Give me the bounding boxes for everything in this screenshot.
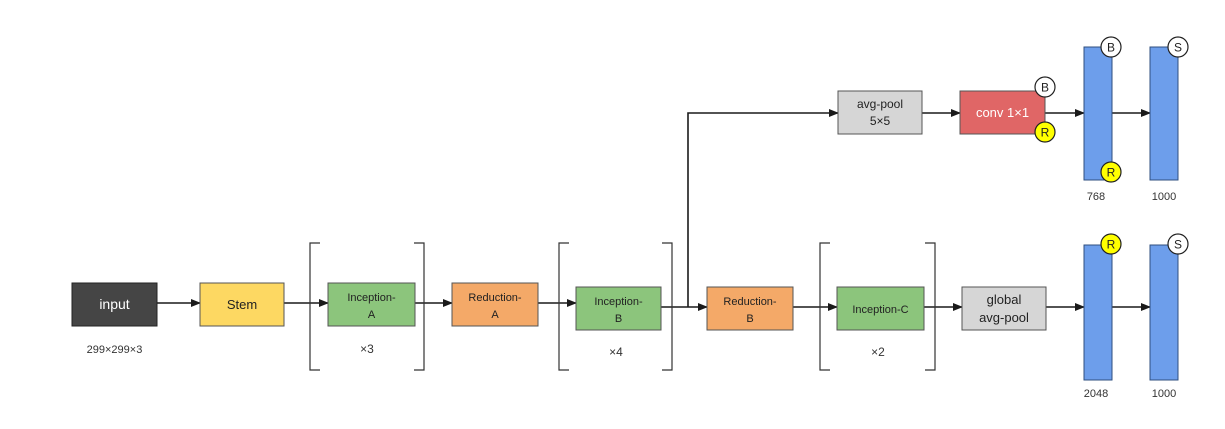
fc-aux-768 (1083, 46, 1113, 181)
fc-main-2048 (1083, 244, 1113, 381)
node-input-label: input (99, 296, 129, 312)
badge-fc-aux-s-label: S (1174, 41, 1182, 55)
bracket-right-inception-b (662, 242, 673, 371)
node-reduction-a-label-line2: A (491, 309, 499, 321)
badge-fc-aux-r-circle (1100, 161, 1122, 183)
node-reduction-a-label-line1: Reduction- (468, 292, 522, 304)
badge-fc-main-r-circle (1100, 233, 1122, 255)
badge-aux-conv-r: R (1034, 121, 1056, 143)
badge-fc-aux-r-label: R (1107, 166, 1116, 180)
badge-fc-aux-b-label: B (1107, 41, 1115, 55)
bracket-left-inception-a (309, 242, 320, 371)
node-aux-avg-pool-label-line2: 5×5 (870, 114, 891, 128)
badge-aux-conv-b-circle (1034, 76, 1056, 98)
badge-aux-conv-b-label: B (1041, 81, 1049, 95)
badge-fc-main-s-circle (1167, 233, 1189, 255)
node-stem-box (199, 282, 285, 327)
bracket-right-inception-a (414, 242, 425, 371)
input-size-label: 299×299×3 (87, 344, 143, 356)
node-aux-avg-pool-box (837, 90, 923, 135)
node-reduction-b: Reduction- B (706, 286, 794, 331)
fc-main-2048-size: 2048 (1084, 388, 1108, 400)
badge-fc-aux-s: S (1167, 36, 1189, 58)
node-inception-c-box (836, 286, 925, 331)
node-reduction-b-label-line2: B (746, 313, 753, 325)
node-inception-b: Inception- B (575, 286, 662, 331)
node-inception-a-label-line1: Inception- (347, 292, 396, 304)
node-inception-a: Inception- A (327, 282, 416, 327)
badge-fc-aux-s-circle (1167, 36, 1189, 58)
bracket-left-inception-c (819, 242, 830, 371)
bracket-left-inception-b (558, 242, 569, 371)
inception-a-repeat-label: ×3 (360, 342, 374, 356)
node-aux-avg-pool: avg-pool 5×5 (837, 90, 923, 135)
badge-fc-main-r-label: R (1107, 238, 1116, 252)
inception-b-repeat-label: ×4 (609, 345, 623, 359)
node-reduction-b-box (706, 286, 794, 331)
repeat-brackets (309, 242, 936, 371)
badge-fc-main-r: R (1100, 233, 1122, 255)
node-reduction-b-label-line1: Reduction- (723, 296, 777, 308)
node-reduction-a-box (451, 282, 539, 327)
badge-aux-conv-r-circle (1034, 121, 1056, 143)
node-inception-a-label-line2: A (368, 309, 376, 321)
fc-main-1000 (1149, 244, 1179, 381)
node-stem-label: Stem (227, 297, 257, 312)
fc-aux-1000 (1149, 46, 1179, 181)
badge-fc-main-s: S (1167, 233, 1189, 255)
node-input: input (71, 282, 158, 327)
node-input-box (71, 282, 158, 327)
node-aux-conv-box (959, 90, 1046, 135)
node-reduction-a: Reduction- A (451, 282, 539, 327)
node-global-avg-pool-box (961, 286, 1047, 331)
node-aux-conv: conv 1×1 (959, 90, 1046, 135)
fc-main-1000-size: 1000 (1152, 388, 1176, 400)
badge-fc-main-s-label: S (1174, 238, 1182, 252)
node-inception-a-box (327, 282, 416, 327)
fc-aux-1000-size: 1000 (1152, 191, 1176, 203)
node-inception-c-label: Inception-C (852, 304, 908, 316)
node-inception-b-label-line1: Inception- (594, 296, 643, 308)
fc-aux-768-size: 768 (1087, 191, 1105, 203)
badge-fc-aux-b-circle (1100, 36, 1122, 58)
node-global-avg-pool: global avg-pool (961, 286, 1047, 331)
node-inception-c: Inception-C (836, 286, 925, 331)
node-inception-b-label-line2: B (615, 313, 622, 325)
bracket-right-inception-c (925, 242, 936, 371)
node-global-avg-pool-label-line2: avg-pool (979, 310, 1029, 325)
node-inception-b-box (575, 286, 662, 331)
node-global-avg-pool-label-line1: global (987, 292, 1022, 307)
badge-aux-conv-b: B (1034, 76, 1056, 98)
badge-fc-aux-r: R (1100, 161, 1122, 183)
badge-fc-aux-b: B (1100, 36, 1122, 58)
edge-branch-to-aux-pool (687, 109, 839, 307)
badge-aux-conv-r-label: R (1041, 126, 1050, 140)
node-stem: Stem (199, 282, 285, 327)
node-aux-conv-label: conv 1×1 (976, 105, 1029, 120)
node-aux-avg-pool-label-line1: avg-pool (857, 97, 903, 111)
inception-c-repeat-label: ×2 (871, 345, 885, 359)
edges (157, 109, 1151, 311)
